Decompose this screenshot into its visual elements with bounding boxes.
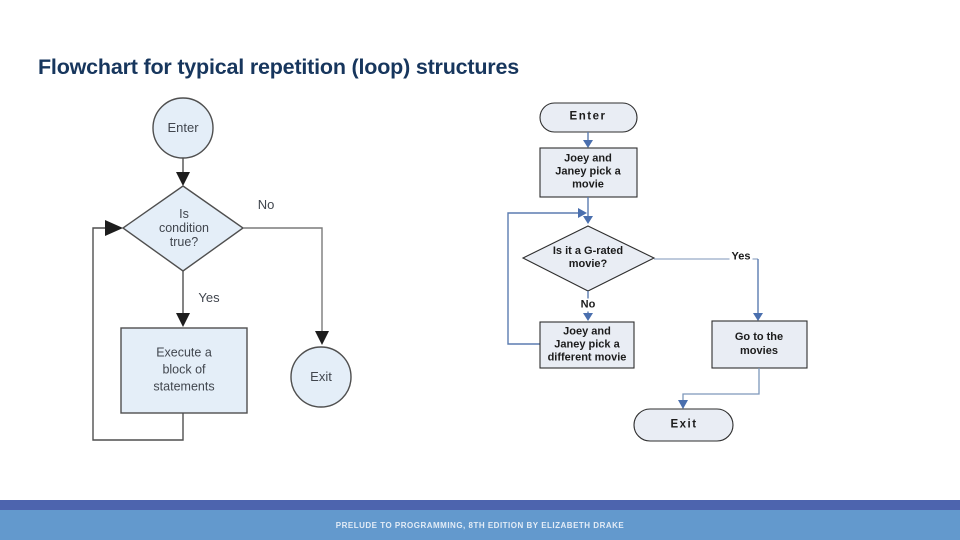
left-loopback-line [92, 227, 184, 441]
left-flowchart [92, 97, 352, 441]
footer-text: PRELUDE TO PROGRAMMING, 8TH EDITION BY E… [335, 520, 625, 530]
left-arrowhead-down-2 [176, 313, 190, 327]
left-arrowhead-down-1 [176, 172, 190, 186]
right-arrowhead-down-4 [753, 313, 763, 321]
left-no-branch-line [243, 227, 323, 332]
right-step1-box [539, 147, 638, 198]
left-condition-label: Is condition true? [158, 207, 210, 249]
page-title: Flowchart for typical repetition (loop) … [38, 55, 519, 79]
right-step2-label: Joey and Janey pick a different movie [547, 325, 627, 364]
right-arrowhead-down-1 [583, 140, 593, 148]
right-no-label: No [577, 298, 599, 312]
right-arrowhead-down-2 [583, 216, 593, 224]
right-arrowhead-right-loop [578, 208, 587, 218]
right-flowchart [507, 102, 808, 442]
left-process-label: Execute a block of statements [153, 345, 215, 394]
left-enter-label: Enter [167, 120, 199, 135]
left-exit-label: Exit [310, 369, 332, 384]
footer-bar: PRELUDE TO PROGRAMMING, 8TH EDITION BY E… [0, 510, 960, 540]
right-exit-label: Exit [670, 418, 698, 431]
right-exit-path [682, 368, 760, 401]
left-exit-terminal [290, 346, 352, 408]
right-arrowhead-down-5 [678, 400, 688, 409]
right-step3-label: Go to the movies [734, 331, 784, 357]
right-yes-label: Yes [729, 250, 753, 264]
right-exit-terminal [633, 408, 734, 442]
right-step3-box [711, 320, 808, 369]
right-condition-label: Is it a G-rated movie? [552, 245, 624, 270]
right-loopback-line [507, 212, 578, 345]
right-step1-label: Joey and Janey pick a movie [555, 152, 621, 191]
left-yes-label: Yes [198, 290, 220, 305]
right-step2-box [539, 321, 635, 369]
right-enter-label: Enter [569, 110, 607, 123]
footer-accent-strip [0, 500, 960, 510]
left-arrowhead-down-exit [315, 331, 329, 345]
left-arrowhead-right-loop [105, 220, 123, 236]
left-process-box [120, 327, 248, 414]
left-no-label: No [257, 197, 275, 212]
right-arrowhead-down-3 [583, 313, 593, 321]
